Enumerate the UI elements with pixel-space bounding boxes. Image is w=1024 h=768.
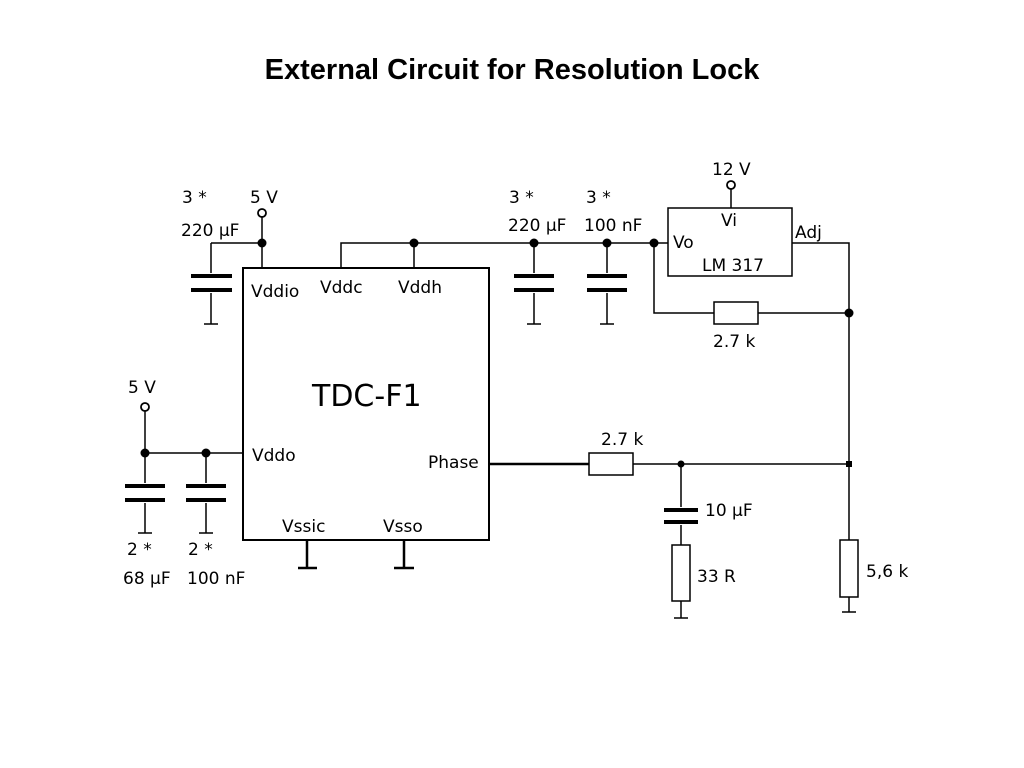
tdc-f1-chip [242,267,490,541]
chip-name: TDC-F1 [311,379,422,414]
resistor-damping-value: 33 R [697,567,736,587]
core-cap-100-wires [600,243,614,325]
cap-core-220-count: 3 * [509,188,534,208]
resistor-damping [671,544,691,602]
adj-wire [792,242,856,613]
pin-vddo-label: Vddo [252,446,296,466]
vddo-wire [144,411,243,454]
pin-vddh-label: Vddh [398,278,442,298]
cap-vddo-100-value: 100 nF [187,569,245,589]
resistor-adj-value: 5,6 k [866,562,908,582]
supply-12v-terminal [726,180,736,190]
cap-vddio-value: 220 µF [181,221,239,241]
cap-core-220-value: 220 µF [508,216,566,236]
cap-vddo-68-count: 2 * [127,540,152,560]
regulator-vo-label: Vo [673,233,694,253]
lm317-regulator [667,207,793,277]
resistor-adj [839,539,859,598]
pin-vsso-label: Vsso [383,517,423,537]
cap-vddo-68-value: 68 µF [123,569,171,589]
supply-5v-left-terminal [140,402,150,412]
capacitor-filter [664,508,698,524]
capacitor-filter-value: 10 µF [705,501,753,521]
pin-phase-label: Phase [428,453,479,473]
capacitor-core-220uf [514,274,554,292]
resistor-phase-value: 2.7 k [601,430,643,450]
capacitor-core-100nf [587,274,627,292]
adj-phase-junction [846,461,852,467]
supply-5v-top-label: 5 V [250,188,278,208]
cap-vddo-100nf-wires [199,453,213,534]
resistor-feedback [713,301,759,325]
supply-5v-top-terminal [257,208,267,218]
regulator-adj-label: Adj [795,223,822,243]
supply-12v-label: 12 V [712,160,751,180]
regulator-vi-label: Vi [721,211,737,231]
page-title: External Circuit for Resolution Lock [264,54,760,86]
regulator-name: LM 317 [702,256,764,276]
vddh-junction [409,238,419,248]
cap-vddio-count: 3 * [182,188,207,208]
core-rail-wire [340,242,654,268]
pin-vssic-label: Vssic [282,517,325,537]
capacitor-vddo-100nf [186,484,226,502]
resistor-phase [588,452,634,476]
resistor-feedback-value: 2.7 k [713,332,755,352]
vsso-ground-symbol [394,540,414,570]
filter-wires [674,464,688,619]
cap-vddo-100-count: 2 * [188,540,213,560]
adj-junction [844,308,854,318]
cap-core-100-count: 3 * [586,188,611,208]
feedback-wire [653,243,849,314]
vssic-ground-symbol [298,540,317,570]
pin-vddio-label: Vddio [251,282,299,302]
core-cap-220-wires [527,243,541,325]
supply-5v-left-label: 5 V [128,378,156,398]
vddio-junction [257,238,267,248]
capacitor-vddo-68uf [125,484,165,502]
cap-core-100-value: 100 nF [584,216,642,236]
capacitor-vddio [191,274,232,292]
pin-vddc-label: Vddc [320,278,363,298]
capacitor-vddio-ground [204,293,218,325]
cap-68uf-wires [138,453,152,534]
